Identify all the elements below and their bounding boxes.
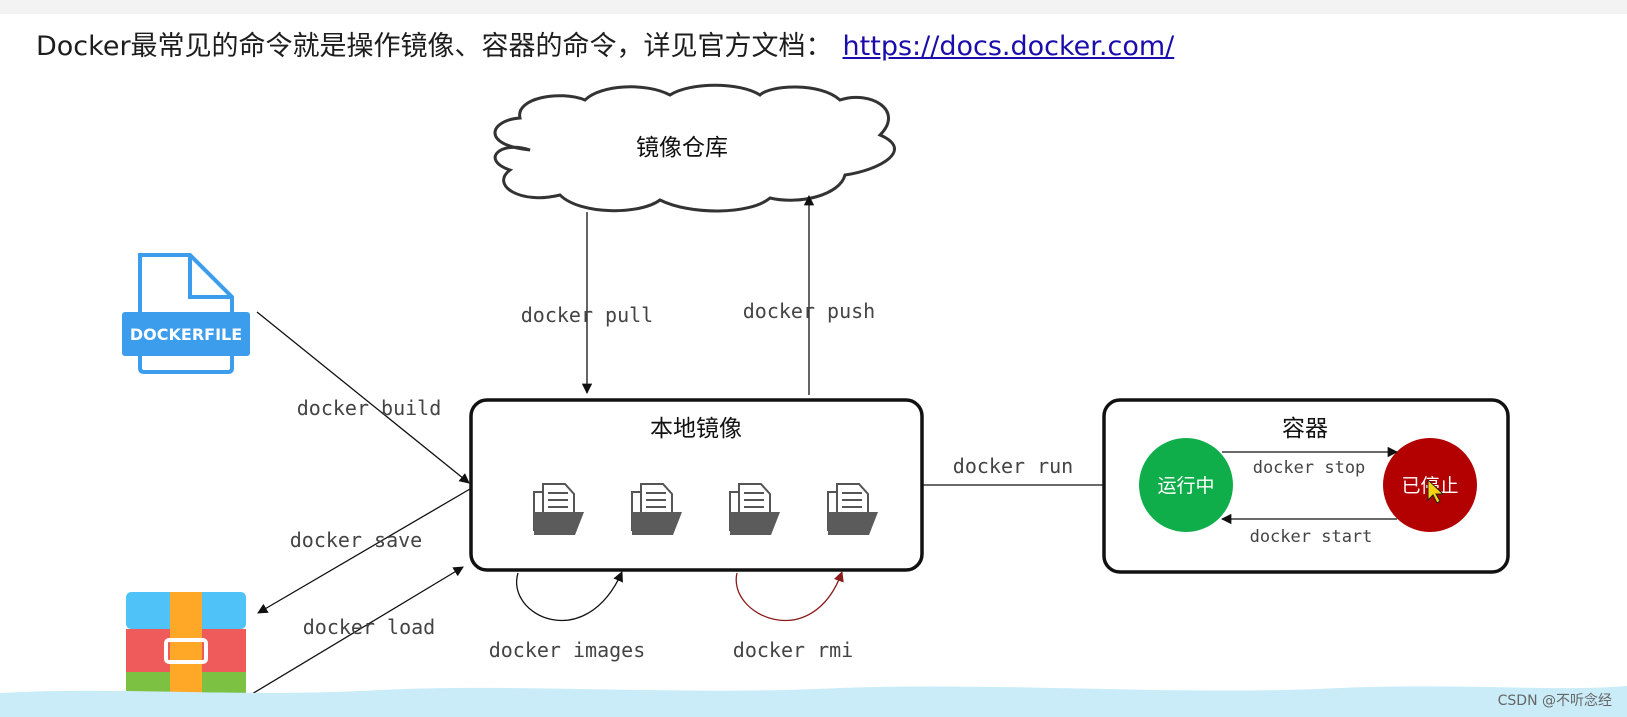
cmd-stop: docker stop	[1253, 458, 1366, 478]
heading-text: Docker最常见的命令就是操作镜像、容器的命令，详见官方文档：	[36, 31, 833, 62]
running-state	[1139, 438, 1233, 532]
cmd-images: docker images	[489, 638, 646, 662]
watermark: CSDN @不听念经	[1498, 692, 1612, 709]
image-folder-icon	[533, 483, 584, 535]
cmd-start: docker start	[1250, 527, 1373, 547]
dockerfile-icon: DOCKERFILE	[122, 253, 250, 374]
cmd-rmi: docker rmi	[733, 638, 853, 662]
container-label: 容器	[1282, 416, 1328, 442]
page-heading: Docker最常见的命令就是操作镜像、容器的命令，详见官方文档： https://…	[36, 24, 1174, 63]
bottom-wave-decoration	[0, 686, 1627, 717]
save-arrow	[257, 488, 471, 614]
docs-link[interactable]: https://docs.docker.com/	[842, 31, 1175, 62]
cmd-load: docker load	[303, 615, 435, 639]
cmd-save: docker save	[290, 528, 422, 552]
mouse-cursor-icon	[1427, 478, 1445, 504]
images-arc	[515, 571, 623, 621]
registry-cloud: 镜像仓库	[493, 83, 896, 213]
top-bar	[0, 0, 1627, 14]
cmd-run: docker run	[953, 454, 1073, 478]
cmd-push: docker push	[743, 299, 875, 323]
build-arrow	[256, 311, 470, 484]
container-box: 容器 运行中 已停止 docker stop docker start	[1102, 398, 1510, 574]
local-images-label: 本地镜像	[650, 416, 742, 442]
running-state-label: 运行中	[1157, 475, 1214, 497]
cmd-build: docker build	[297, 396, 442, 420]
rmi-arc	[735, 571, 844, 622]
load-arrow	[246, 566, 464, 698]
local-images-box: 本地镜像	[469, 398, 924, 572]
archive-icon	[126, 592, 246, 707]
dockerfile-label: DOCKERFILE	[130, 325, 242, 344]
cmd-pull: docker pull	[521, 303, 653, 327]
registry-label: 镜像仓库	[636, 135, 728, 161]
